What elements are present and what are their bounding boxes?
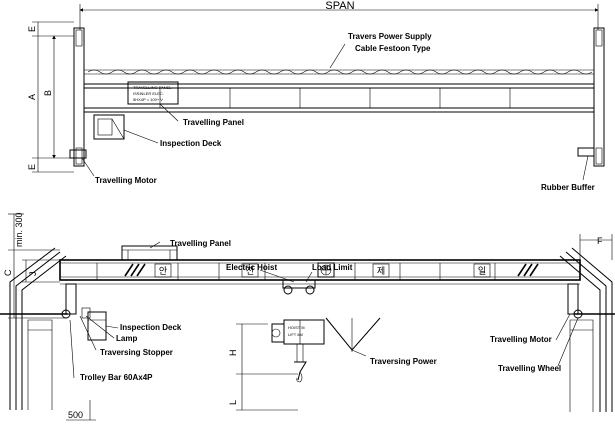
label-traverse-power-2: Cable Festoon Type xyxy=(355,44,431,53)
travelling-panel-top: TRAVELLING PANEL ISSINLER ELEC. 5HX4P = … xyxy=(127,81,179,105)
top-view: SPAN E A B E xyxy=(27,0,605,192)
main-girder-top xyxy=(84,83,594,113)
side-left-dimensions: min. 300 C J xyxy=(3,212,66,319)
inspection-deck-side xyxy=(81,307,107,341)
label-electric-hoist: Electric Hoist xyxy=(226,263,277,272)
label-load-limit: Load Limit xyxy=(312,263,353,272)
dim-f: F xyxy=(597,236,603,246)
label-rubber-buffer: Rubber Buffer xyxy=(541,183,595,192)
traversing-power-cable xyxy=(325,317,381,351)
festoon-cable xyxy=(84,69,594,75)
travelling-motor-icon xyxy=(69,149,87,159)
label-travelling-panel-side: Travelling Panel xyxy=(170,239,231,248)
svg-text:HOIST 5t: HOIST 5t xyxy=(288,325,305,330)
label-lamp: Lamp xyxy=(116,334,137,343)
svg-text:ISSINLER ELEC.: ISSINLER ELEC. xyxy=(133,91,164,96)
safety-cross-icon xyxy=(317,262,335,278)
span-label: SPAN xyxy=(325,0,354,12)
label-trolley-bar: Trolley Bar 60Ax4P xyxy=(80,373,153,382)
svg-text:TRAVELLING PANEL: TRAVELLING PANEL xyxy=(133,85,172,90)
hoist-motor xyxy=(271,323,285,343)
svg-text:5HX4P = 100+ V: 5HX4P = 100+ V xyxy=(133,97,163,102)
dim-j: J xyxy=(28,272,38,277)
travelling-panel-side xyxy=(121,245,178,261)
dim-500: 500 xyxy=(68,410,83,420)
side-right-dimensions: F xyxy=(579,234,613,260)
electric-hoist: HOIST 5t LIFT 6M xyxy=(271,279,325,383)
left-dimensions: E A B E xyxy=(27,21,74,173)
rubber-buffer-icon xyxy=(577,147,595,157)
girder-char-4: 일 xyxy=(478,266,486,276)
label-traversing-stopper: Traversing Stopper xyxy=(100,348,173,357)
main-girder-side: 안 전 제 일 xyxy=(59,259,581,285)
dim-e-top: E xyxy=(27,26,37,32)
label-travelling-motor-top: Travelling Motor xyxy=(95,176,157,185)
right-end-carriage xyxy=(593,27,605,167)
left-end-carriage xyxy=(73,27,85,167)
svg-text:LIFT 6M: LIFT 6M xyxy=(288,332,303,337)
dim-c: C xyxy=(3,269,13,276)
span-dimension: SPAN xyxy=(79,0,599,30)
right-building-wall xyxy=(559,247,613,412)
label-inspection-deck-top: Inspection Deck xyxy=(160,139,222,148)
dim-l: L xyxy=(228,400,238,405)
side-view: 안 전 제 일 xyxy=(0,212,615,421)
dim-b: B xyxy=(43,90,53,96)
dim-h: H xyxy=(228,350,238,357)
label-traversing-power: Traversing Power xyxy=(370,357,437,366)
label-travelling-panel-top: Travelling Panel xyxy=(183,118,244,127)
left-building-wall xyxy=(9,247,67,410)
floor-dimension: 500 xyxy=(66,400,96,421)
dim-e-bottom: E xyxy=(27,164,37,170)
girder-char-3: 제 xyxy=(377,266,385,276)
dim-min-300: min. 300 xyxy=(14,212,24,247)
label-travelling-motor-side: Travelling Motor xyxy=(490,335,552,344)
dim-a: A xyxy=(27,94,37,100)
inspection-deck-top xyxy=(93,114,125,140)
label-inspection-deck-side: Inspection Deck xyxy=(120,323,182,332)
girder-char-1: 안 xyxy=(159,266,167,276)
label-traverse-power-1: Travers Power Supply xyxy=(348,32,432,41)
label-travelling-wheel: Travelling Wheel xyxy=(498,364,561,373)
hook-dimensions: H L xyxy=(228,323,298,411)
girder-char-2: 전 xyxy=(246,266,254,276)
